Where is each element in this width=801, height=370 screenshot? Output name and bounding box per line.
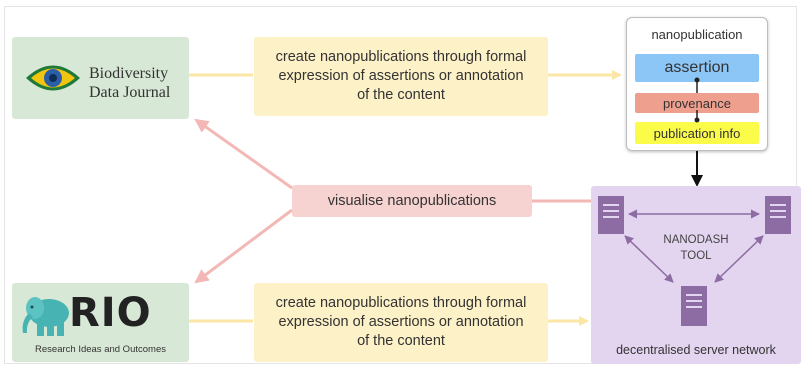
server-network-diagram — [598, 196, 791, 326]
arrow-visualise-to-bdj — [194, 118, 293, 190]
server-network-box: NANODASH TOOL decentralised server netwo… — [591, 186, 801, 364]
create-nanopub-box-top: create nanopublications through formal e… — [254, 37, 548, 116]
server-icon-bottom — [681, 286, 707, 326]
server-link-right-bottom — [714, 235, 764, 283]
rio-logo-box[interactable]: RIO Research Ideas and Outcomes — [12, 283, 189, 362]
bdj-logo-box[interactable]: Biodiversity Data Journal — [12, 37, 189, 119]
provenance-block: provenance — [635, 93, 759, 113]
create-nanopub-text-top: create nanopublications through formal e… — [275, 49, 527, 103]
rio-logo-subtitle: Research Ideas and Outcomes — [35, 344, 166, 355]
arrow-visualise-to-rio — [194, 208, 293, 284]
bdj-logo-text: Biodiversity Data Journal — [89, 64, 170, 102]
create-nanopub-box-bottom: create nanopublications through formal e… — [254, 283, 548, 362]
visualise-nanopub-text: visualise nanopublications — [327, 193, 497, 209]
nanopublication-card: nanopublication assertion provenance pub… — [626, 17, 768, 151]
assertion-block: assertion — [635, 54, 759, 82]
server-icon-right — [765, 196, 791, 234]
nanodash-tool-line2: TOOL — [680, 250, 712, 262]
server-link-left-bottom — [624, 235, 674, 283]
nanopublication-title: nanopublication — [651, 27, 743, 42]
visualise-nanopub-box: visualise nanopublications — [292, 185, 532, 217]
eye-icon — [26, 65, 80, 91]
bdj-logo-line1: Biodiversity — [89, 65, 169, 82]
publication-info-block: publication info — [635, 122, 759, 144]
bdj-logo-line2: Data Journal — [89, 84, 171, 101]
create-nanopub-text-bottom: create nanopublications through formal e… — [275, 295, 527, 349]
nanodash-tool-label: NANODASH TOOL — [591, 232, 801, 264]
server-network-label: decentralised server network — [616, 343, 776, 357]
nanodash-tool-line1: NANODASH — [663, 234, 729, 246]
server-icon-left — [598, 196, 624, 234]
rio-logo-word: RIO — [69, 290, 152, 336]
elephant-icon — [22, 297, 69, 336]
